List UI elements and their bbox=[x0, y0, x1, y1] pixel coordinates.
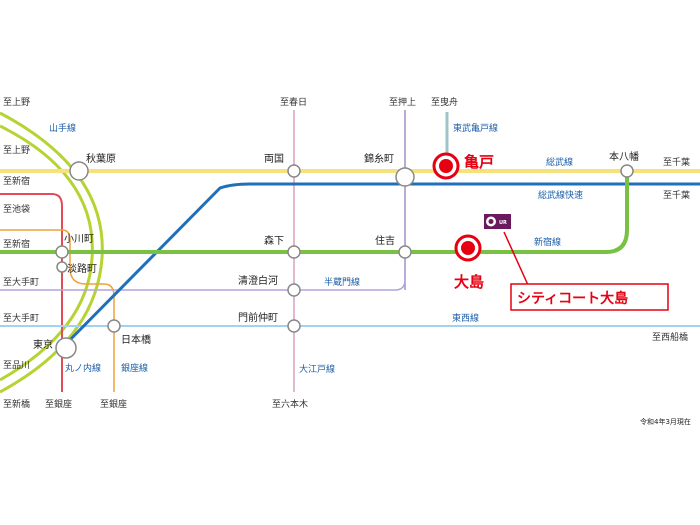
nihonbashi-marker[interactable] bbox=[107, 319, 121, 333]
ginza-line-label: 銀座線 bbox=[121, 362, 148, 374]
rail-lines bbox=[0, 110, 700, 394]
dir-otemachi-2: 至大手町 bbox=[3, 312, 39, 324]
dir-ueno-2: 至上野 bbox=[3, 145, 30, 156]
dir-shimbashi: 至新橋 bbox=[3, 398, 30, 410]
sumiyoshi-marker[interactable] bbox=[398, 245, 412, 259]
dir-shinagawa: 至品川 bbox=[3, 360, 30, 371]
dir-chiba-1: 至千葉 bbox=[663, 156, 690, 168]
monzen-nakacho-label: 門前仲町 bbox=[238, 311, 278, 324]
oedo-line-label: 大江戸線 bbox=[299, 363, 335, 375]
kiyosumi-shirakawa-label: 清澄白河 bbox=[238, 274, 278, 287]
ojima-highlight-dot bbox=[461, 241, 475, 255]
yamanote-line bbox=[0, 111, 104, 394]
ryogoku-label: 両国 bbox=[264, 153, 284, 165]
shinjuku-line-label: 新宿線 bbox=[534, 236, 561, 248]
awajicho-label: 淡路町 bbox=[67, 262, 97, 275]
ogawamachi-label: 小川町 bbox=[64, 233, 94, 245]
tobu-kameido-line-label: 東武亀戸線 bbox=[453, 122, 498, 134]
property-callout: UR シティコート大島 bbox=[484, 214, 669, 311]
property-label-box[interactable] bbox=[510, 283, 669, 311]
morishita-marker[interactable] bbox=[287, 245, 301, 259]
sobu-rapid-line bbox=[60, 182, 700, 350]
nihonbashi-label: 日本橋 bbox=[121, 333, 151, 346]
dir-otemachi-1: 至大手町 bbox=[3, 276, 39, 288]
motoyawata-label: 本八幡 bbox=[609, 150, 639, 163]
marunouchi-line-label: 丸ノ内線 bbox=[65, 362, 101, 374]
station-markers bbox=[55, 152, 634, 359]
kinshicho-marker[interactable] bbox=[395, 167, 415, 187]
yamanote-line-label: 山手線 bbox=[49, 122, 76, 134]
callout-pointer bbox=[503, 231, 529, 286]
kameido-highlight-dot bbox=[439, 159, 453, 173]
dir-oshiage: 至押上 bbox=[389, 96, 416, 108]
awajicho-marker[interactable] bbox=[56, 261, 68, 273]
ur-logo-text: UR bbox=[499, 220, 507, 226]
akihabara-label: 秋葉原 bbox=[86, 152, 116, 165]
kameido-label: 亀戸 bbox=[464, 153, 494, 171]
ojima-label: 大島 bbox=[454, 273, 484, 291]
morishita-label: 森下 bbox=[264, 234, 284, 247]
kiyosumi-shirakawa-marker[interactable] bbox=[287, 283, 301, 297]
hanzomon-line-label: 半蔵門線 bbox=[324, 276, 360, 288]
shinjuku-line bbox=[0, 171, 629, 254]
sobu-line-label: 総武線 bbox=[546, 156, 573, 168]
dir-hikifune: 至曳舟 bbox=[431, 96, 458, 108]
dir-ueno-1: 至上野 bbox=[3, 97, 30, 108]
dir-ikebukuro: 至池袋 bbox=[3, 203, 30, 215]
akihabara-marker[interactable] bbox=[69, 161, 89, 181]
dir-kasugacho: 至春日 bbox=[280, 96, 307, 108]
ginza-line bbox=[0, 229, 115, 392]
yamanote-line-inner bbox=[0, 124, 94, 382]
sumiyoshi-label: 住吉 bbox=[375, 234, 395, 247]
dir-nishifunabashi: 至西船橋 bbox=[652, 331, 688, 343]
ur-logo: UR bbox=[484, 214, 511, 229]
dir-chiba-2: 至千葉 bbox=[663, 189, 690, 201]
tokyo-marker[interactable] bbox=[55, 337, 77, 359]
hanzomon-line bbox=[0, 252, 406, 291]
date-note: 令和4年3月現在 bbox=[640, 417, 691, 426]
dir-ginza-1: 至銀座 bbox=[45, 398, 72, 410]
dir-shinjuku-2: 至新宿 bbox=[3, 238, 30, 250]
dir-roppongi: 至六本木 bbox=[272, 398, 308, 410]
ogawamachi-marker[interactable] bbox=[55, 245, 69, 259]
monzen-nakacho-marker[interactable] bbox=[287, 319, 301, 333]
dir-ginza-2: 至銀座 bbox=[100, 398, 127, 410]
tozai-line-label: 東西線 bbox=[452, 312, 479, 324]
ryogoku-marker[interactable] bbox=[287, 164, 301, 178]
dir-shinjuku-1: 至新宿 bbox=[3, 175, 30, 187]
tokyo-label: 東京 bbox=[33, 338, 53, 351]
marunouchi-line bbox=[0, 193, 63, 392]
property-name: シティコート大島 bbox=[517, 290, 628, 307]
motoyawata-marker[interactable] bbox=[620, 164, 634, 178]
kinshicho-label: 錦糸町 bbox=[364, 152, 394, 165]
sobu-rapid-line-label: 総武線快速 bbox=[538, 189, 583, 201]
